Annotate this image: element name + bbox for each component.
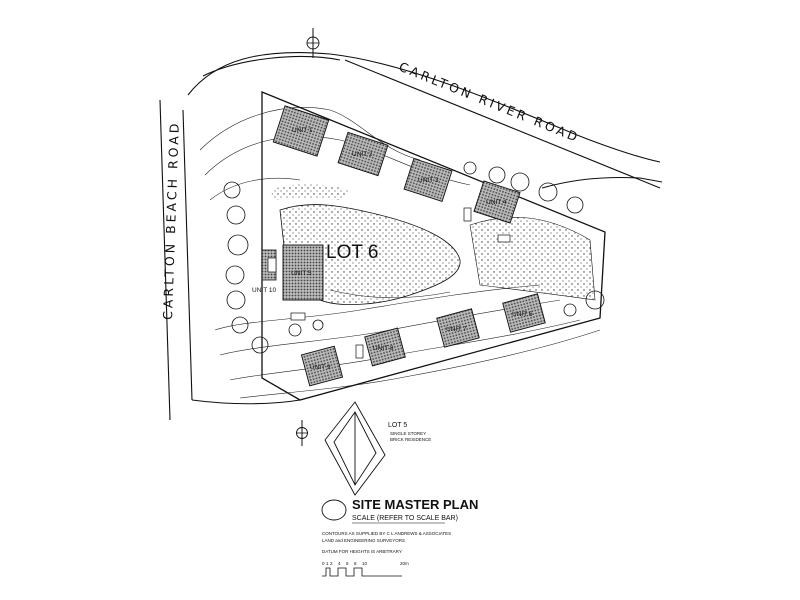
unit-8-label: UNIT 8 [373,345,394,352]
lot-6-label: LOT 6 [326,242,378,263]
unit-8: UNIT 8 [364,327,406,367]
unit-2: UNIT 2 [337,131,389,177]
unit-4-label: UNIT 4 [486,199,507,206]
unit-3-label: UNIT 3 [418,177,439,184]
site-boundary [261,91,606,401]
scale-tick-label: 1 [326,561,329,566]
title-circle [321,499,347,521]
carlton-beach-road-label: CARLTON BEACH ROAD [160,120,182,320]
unit-2-label: UNIT 2 [352,151,373,158]
north-lawn-area [270,184,350,200]
landscape-area [469,216,596,301]
legend-note-3: DATUM FOR HEIGHTS IS ARBITRARY [322,549,402,554]
lot-5-description-line2: BRICK RESIDENCE [390,437,431,442]
scale-tick-label: 10 [362,561,368,566]
unit-1: UNIT 1 [272,105,330,157]
unit-9: UNIT 9 [300,345,344,387]
lot-5-description-line1: SINGLE STOREY [390,431,426,436]
scale-tick-label: 2 [330,561,333,566]
unit-6-label: UNIT 6 [512,311,533,318]
lot-5-house [324,401,386,496]
legend-note-1: CONTOURS AS SUPPLIED BY C L ANDREWS & AS… [322,531,451,536]
scale-tick-label: 4 [338,561,341,566]
scale-tick-label: 6 [346,561,349,566]
unit-5: UNIT 5 [282,244,324,301]
unit-7-label: UNIT 7 [446,326,467,333]
legend-note-2: LAND and ENGINEERING SURVEYORS [322,538,405,543]
unit-10-label: UNIT 10 [252,287,276,294]
scale-tick-label: 0 [322,561,325,566]
carlton-river-road-label: CARLTON RIVER ROAD [397,59,582,146]
legend-scale: SCALE (REFER TO SCALE BAR) [352,515,458,522]
scale-tick-label: 8 [354,561,357,566]
legend-title: SITE MASTER PLAN [352,497,478,512]
scale-tick-label: 20m [400,561,409,566]
trees [223,161,605,354]
unit-6: UNIT 6 [502,293,546,333]
unit-9-label: UNIT 9 [310,364,331,371]
unit-3: UNIT 3 [403,158,453,202]
lot-5-label: LOT 5 [388,422,407,429]
north-arrow-lower-icon [296,420,308,446]
unit-7: UNIT 7 [436,308,480,348]
road-edges [159,51,663,421]
unit-1-label: UNIT 1 [292,127,313,134]
unit-4: UNIT 4 [473,180,521,224]
car-icons [267,207,511,359]
unit-5-label: UNIT 5 [291,270,312,277]
driveway-area [279,204,461,305]
